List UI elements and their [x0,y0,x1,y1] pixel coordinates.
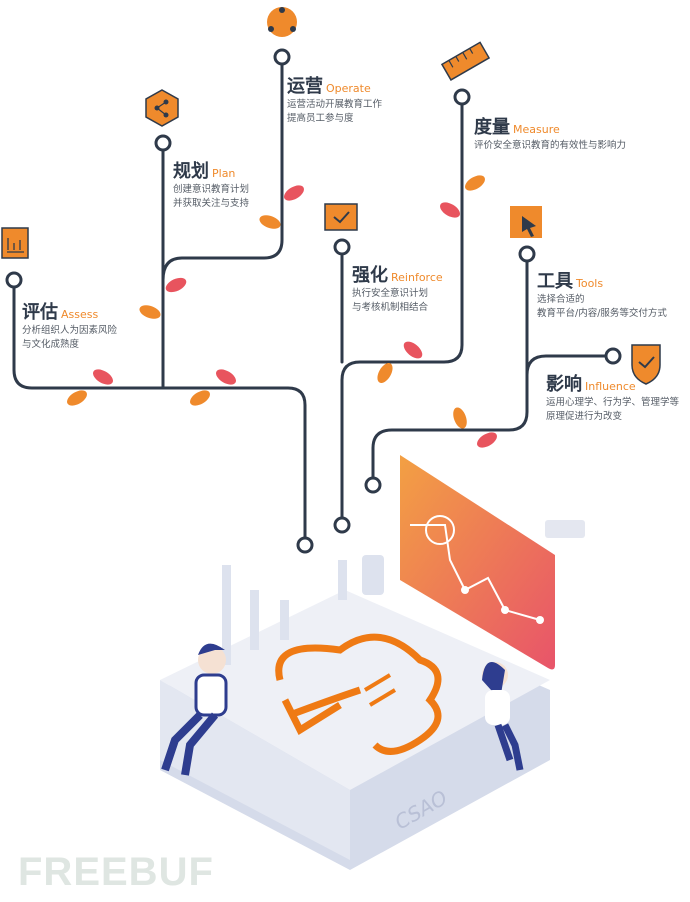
step-title: 影响 [546,374,582,395]
step-desc: 提高员工参与度 [287,113,354,124]
step-en: Measure [513,123,560,136]
step-title: 强化 [352,265,388,286]
step-en: Influence [585,380,636,393]
step-desc: 执行安全意识计划 [352,288,429,299]
step-desc: 教育平台/内容/服务等交付方式 [537,308,667,319]
step-desc: 选择合适的 [537,294,585,305]
step-title: 工具 [537,271,573,292]
bar-panels [222,555,384,665]
step-desc: 运用心理学、行为学、管理学等 [546,397,680,408]
tools-cursor-icon [510,206,542,238]
step-desc: 创建意识教育计划 [173,184,250,195]
tree-lines [12,63,607,540]
step-en: Assess [61,308,99,321]
step-title: 度量 [474,117,510,138]
step-title: 评估 [22,302,58,323]
step-title: 规划 [173,161,209,182]
step-en: Plan [212,167,236,180]
assess-calendar-icon [1,227,29,259]
step-en: Reinforce [391,271,443,284]
step-en: Operate [326,82,371,95]
step-desc: 原理促进行为改变 [546,411,623,422]
chart-screen [400,455,585,670]
operate-icon [267,7,297,37]
step-desc: 评价安全意识教育的有效性与影响力 [474,140,627,151]
measure-ruler-icon [440,41,491,81]
step-desc: 并获取关注与支持 [173,198,250,209]
step-title: 运营 [287,76,323,97]
reinforce-check-icon [324,203,358,231]
person-left [161,643,228,776]
influence-shield-icon [631,344,661,385]
leaves [67,175,497,448]
center-logo [275,633,442,755]
person-right [482,662,524,771]
watermark: FREEBUF [18,850,214,894]
plan-share-icon [145,89,179,127]
step-desc: 与文化成熟度 [22,339,80,350]
step-desc: 与考核机制相结合 [352,302,429,313]
node-circles [5,48,622,554]
step-en: Tools [576,277,604,290]
step-desc: 分析组织人为因素风险 [22,325,118,336]
step-desc: 运营活动开展教育工作 [287,99,383,110]
